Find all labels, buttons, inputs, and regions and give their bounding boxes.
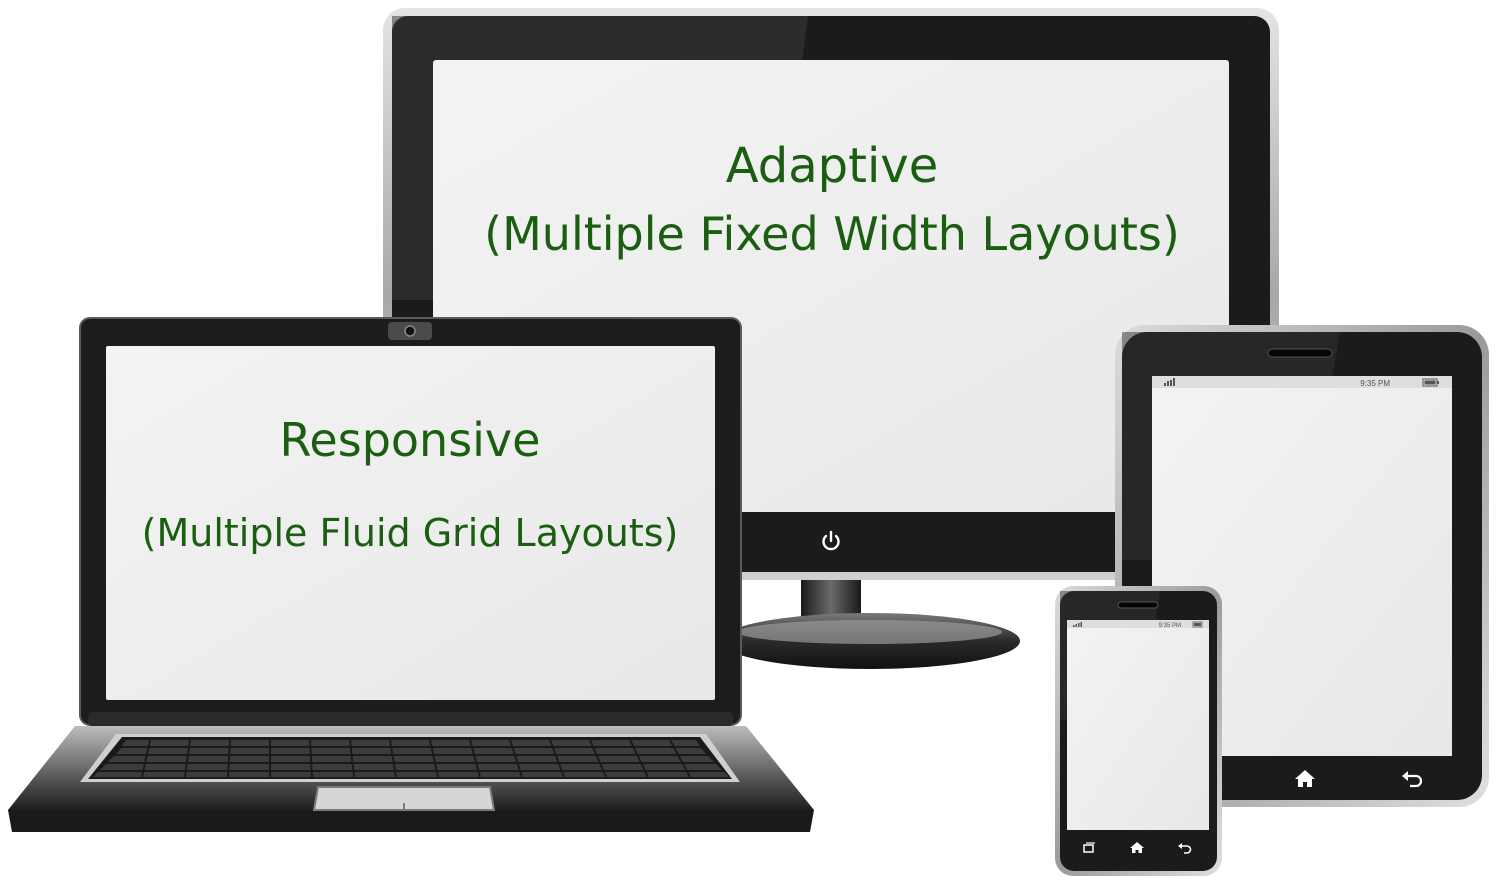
laptop <box>8 317 814 832</box>
phone-battery-icon <box>1192 621 1203 628</box>
phone-signal-icon <box>1073 622 1082 627</box>
monitor-base-highlight <box>738 620 1002 644</box>
laptop-webcam-icon <box>404 325 416 337</box>
keyboard-key-rows <box>93 740 729 777</box>
laptop-hinge <box>88 712 733 726</box>
laptop-screen-title: Responsive <box>279 413 541 467</box>
tablet-back-icon[interactable] <box>1402 771 1423 788</box>
tablet-battery-icon <box>1422 378 1439 387</box>
phone-recent-apps-icon[interactable] <box>1083 842 1095 853</box>
tablet-status-time: 9:35 PM <box>1360 379 1390 388</box>
laptop-screen-subtitle: (Multiple Fluid Grid Layouts) <box>141 511 679 555</box>
tablet-status-bar <box>1152 376 1452 388</box>
phone-home-icon[interactable] <box>1130 842 1144 853</box>
tablet-signal-icon <box>1164 378 1175 386</box>
power-icon <box>822 530 840 551</box>
laptop-touchpad <box>312 786 496 811</box>
tablet-speaker <box>1267 348 1333 358</box>
keyboard-key-separators <box>141 739 691 778</box>
phone: 9:35 PM <box>1055 586 1222 876</box>
laptop-base-edge <box>8 810 814 832</box>
phone-back-icon[interactable] <box>1178 843 1192 854</box>
monitor-screen-title: Adaptive <box>725 138 939 194</box>
phone-status-time: 9:35 PM <box>1159 623 1181 629</box>
laptop-screen <box>106 346 715 700</box>
tablet-home-icon[interactable] <box>1295 770 1315 787</box>
monitor-screen-subtitle: (Multiple Fixed Width Layouts) <box>484 207 1180 261</box>
phone-speaker <box>1117 601 1159 609</box>
phone-status-bar <box>1067 620 1209 628</box>
phone-screen <box>1067 620 1209 830</box>
